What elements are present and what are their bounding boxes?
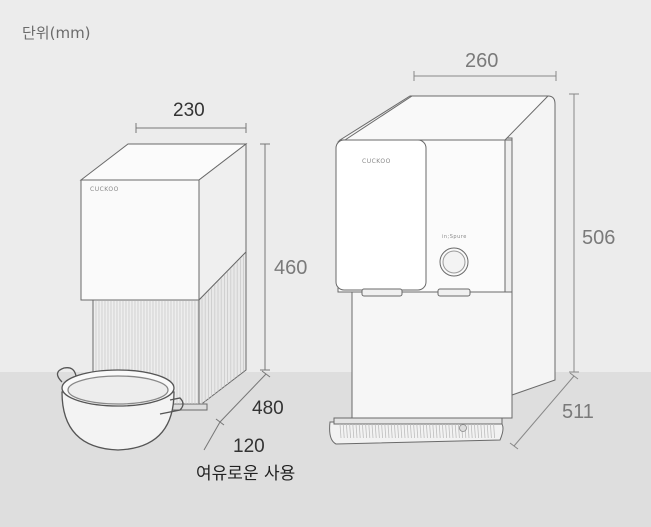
grille-line	[445, 423, 447, 439]
grille-line	[368, 423, 371, 439]
grille-line	[458, 423, 460, 439]
grille-line	[387, 423, 390, 439]
grille-line	[371, 423, 374, 439]
product-b-brand: CUCKOO	[362, 158, 391, 165]
product-a-height-label: 460	[274, 257, 308, 279]
grille-line	[490, 423, 492, 439]
product-b-depth-label: 511	[562, 401, 594, 423]
product-a-ribs	[95, 255, 245, 404]
product-b-tray-drain	[459, 424, 467, 432]
product-a-dim-lines	[135, 123, 271, 451]
grille-line	[483, 423, 486, 439]
grille-line	[397, 423, 399, 439]
grille-line	[474, 423, 476, 439]
grille-line	[451, 423, 454, 439]
grille-line	[429, 423, 431, 439]
grille-line	[406, 423, 409, 439]
grille-line	[339, 423, 342, 439]
grille-line	[378, 423, 380, 439]
grille-line	[355, 423, 358, 439]
product-a-depth-label: 480	[252, 398, 284, 419]
grille-line	[410, 423, 412, 439]
grille-line	[470, 423, 473, 439]
grille-line	[454, 423, 457, 439]
grille-line	[442, 423, 444, 439]
grille-line	[422, 423, 425, 439]
grille-line	[362, 423, 364, 439]
product-b-height-label: 506	[582, 227, 616, 249]
product-a-width-label: 230	[173, 100, 205, 121]
grille-line	[416, 423, 419, 439]
product-b-model: in;Spure	[442, 234, 467, 240]
grille-line	[384, 423, 387, 439]
grille-line	[493, 423, 495, 439]
grille-line	[448, 423, 451, 439]
grille-line	[426, 423, 428, 439]
grille-line	[400, 423, 403, 439]
grille-line	[346, 423, 348, 439]
grille-line	[390, 423, 393, 439]
grille-line	[365, 423, 367, 439]
grille-line	[349, 423, 351, 439]
grille-line	[480, 423, 483, 439]
grille-line	[342, 423, 345, 439]
grille-line	[358, 423, 361, 439]
grille-line	[374, 423, 377, 439]
product-b-body	[329, 95, 556, 445]
grille-line	[486, 423, 489, 439]
product-b-width-label: 260	[465, 50, 499, 72]
grille-line	[352, 423, 355, 439]
grille-line	[413, 423, 415, 439]
grille-line	[403, 423, 406, 439]
grille-line	[419, 423, 422, 439]
grille-line	[435, 423, 438, 439]
grille-line	[438, 423, 441, 439]
grille-line	[477, 423, 479, 439]
product-a-brand: CUCKOO	[90, 186, 119, 193]
unit-label: 단위(mm)	[22, 24, 91, 42]
product-a-clearance-label: 120	[233, 436, 265, 457]
cooking-pot	[56, 367, 184, 451]
grille-line	[381, 423, 383, 439]
grille-line	[467, 423, 470, 439]
grille-line	[432, 423, 435, 439]
product-a-clearance-caption: 여유로운 사용	[196, 464, 296, 484]
product-b-dim-lines	[413, 71, 579, 450]
grille-line	[394, 423, 396, 439]
